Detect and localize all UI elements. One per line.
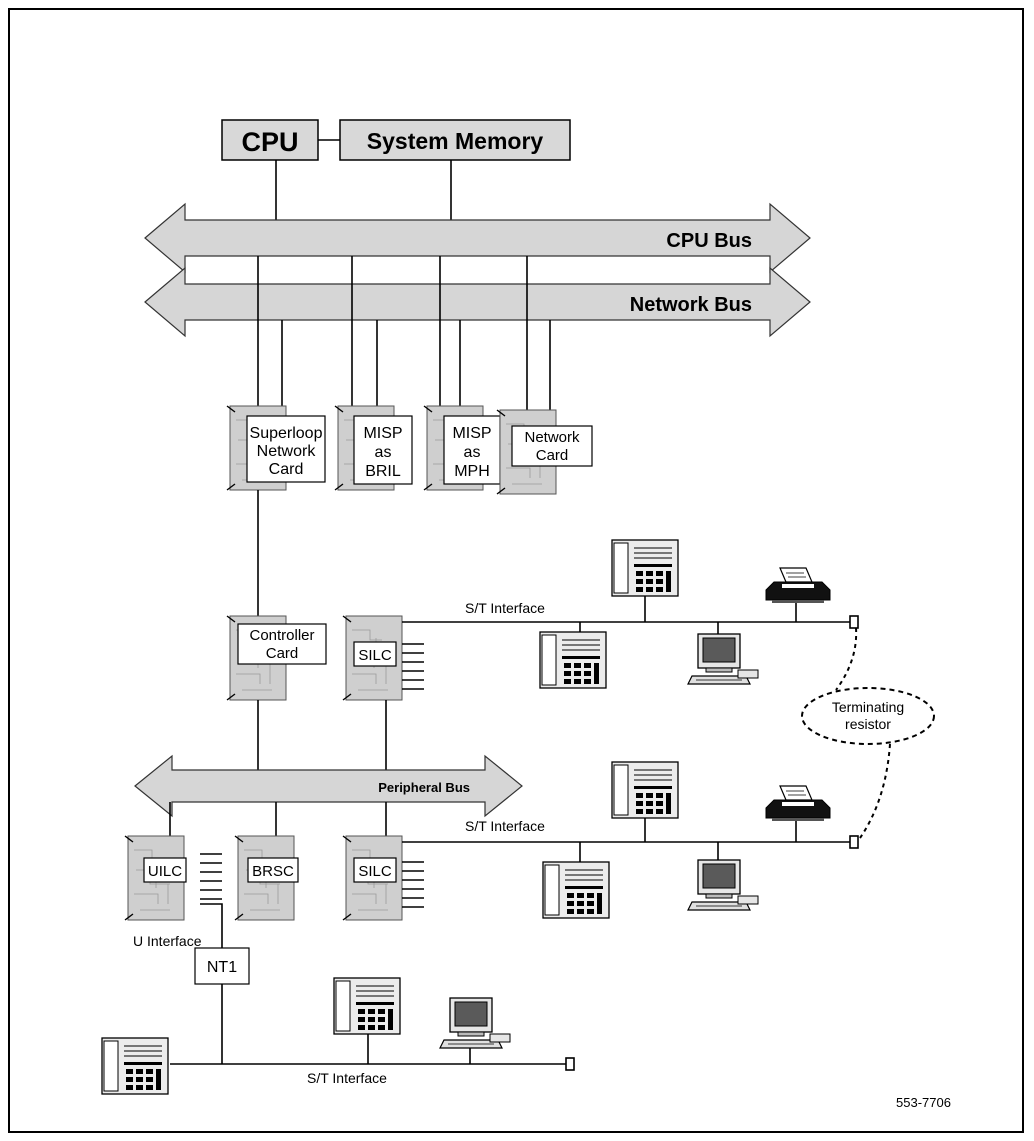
terminating-resistor-ellipse [801, 687, 935, 745]
peripheral-bus-label: Peripheral Bus [378, 780, 470, 795]
cpu-bus [144, 202, 811, 274]
terminating-resistor-line2: resistor [845, 716, 891, 732]
misp-mph-card-box [443, 415, 501, 485]
computer-terminal-icon [687, 633, 759, 685]
nt1-box [194, 947, 250, 985]
telephone-icon [539, 631, 607, 689]
brsc-label: BRSC [252, 863, 294, 880]
silc-top-box [353, 641, 397, 667]
cpu-bus-label: CPU Bus [666, 230, 752, 252]
silc-bottom-label: SILC [358, 863, 392, 880]
st-interface-top-label: S/T Interface [465, 600, 545, 616]
telephone-icon [611, 539, 679, 597]
cpu-label: CPU [241, 127, 298, 157]
network-card-box [511, 425, 593, 467]
figure-id: 553-7706 [896, 1095, 951, 1110]
network-card-line1: Network [524, 429, 580, 446]
silc-top-label: SILC [358, 647, 392, 664]
silc-bottom-box [353, 857, 397, 883]
network-bus-label: Network Bus [630, 294, 752, 316]
peripheral-bus [134, 754, 523, 818]
system-memory-box [339, 119, 571, 161]
computer-terminal-icon [687, 859, 759, 911]
cpu-box [221, 119, 319, 161]
controller-line2: Card [266, 645, 299, 662]
figure-frame [8, 8, 1024, 1133]
network-card-line2: Card [536, 447, 569, 464]
superloop-card-box [246, 415, 326, 483]
network-bus [144, 266, 811, 338]
misp-mph-line3: MPH [454, 463, 490, 480]
telephone-icon [542, 861, 610, 919]
computer-terminal-icon [439, 997, 511, 1049]
terminating-resistor-bottom-icon [565, 1057, 575, 1071]
terminating-resistor-line1: Terminating [832, 699, 904, 715]
misp-bril-line2: as [375, 444, 392, 461]
st-interface-bottom-label: S/T Interface [307, 1070, 387, 1086]
controller-line1: Controller [249, 627, 314, 644]
superloop-card-line1: Superloop [250, 425, 323, 442]
nt1-label: NT1 [207, 959, 237, 976]
brsc-box [247, 857, 299, 883]
u-interface-label: U Interface [133, 933, 202, 949]
superloop-card-line2: Network [257, 443, 317, 460]
telephone-icon [101, 1037, 169, 1095]
uilc-box [143, 857, 187, 883]
misp-mph-line1: MISP [452, 425, 491, 442]
superloop-card-line3: Card [269, 461, 304, 478]
misp-mph-line2: as [464, 444, 481, 461]
misp-bril-card-box [353, 415, 413, 485]
terminating-resistor-mid-icon [849, 835, 859, 849]
misp-bril-line1: MISP [363, 425, 402, 442]
controller-card-box [237, 623, 327, 665]
terminating-resistor-top-icon [849, 615, 859, 629]
printer-icon [765, 785, 831, 822]
system-memory-label: System Memory [367, 128, 544, 154]
misp-bril-line3: BRIL [365, 463, 401, 480]
uilc-label: UILC [148, 863, 182, 880]
st-interface-mid-label: S/T Interface [465, 818, 545, 834]
printer-icon [765, 567, 831, 604]
telephone-icon [333, 977, 401, 1035]
telephone-icon [611, 761, 679, 819]
